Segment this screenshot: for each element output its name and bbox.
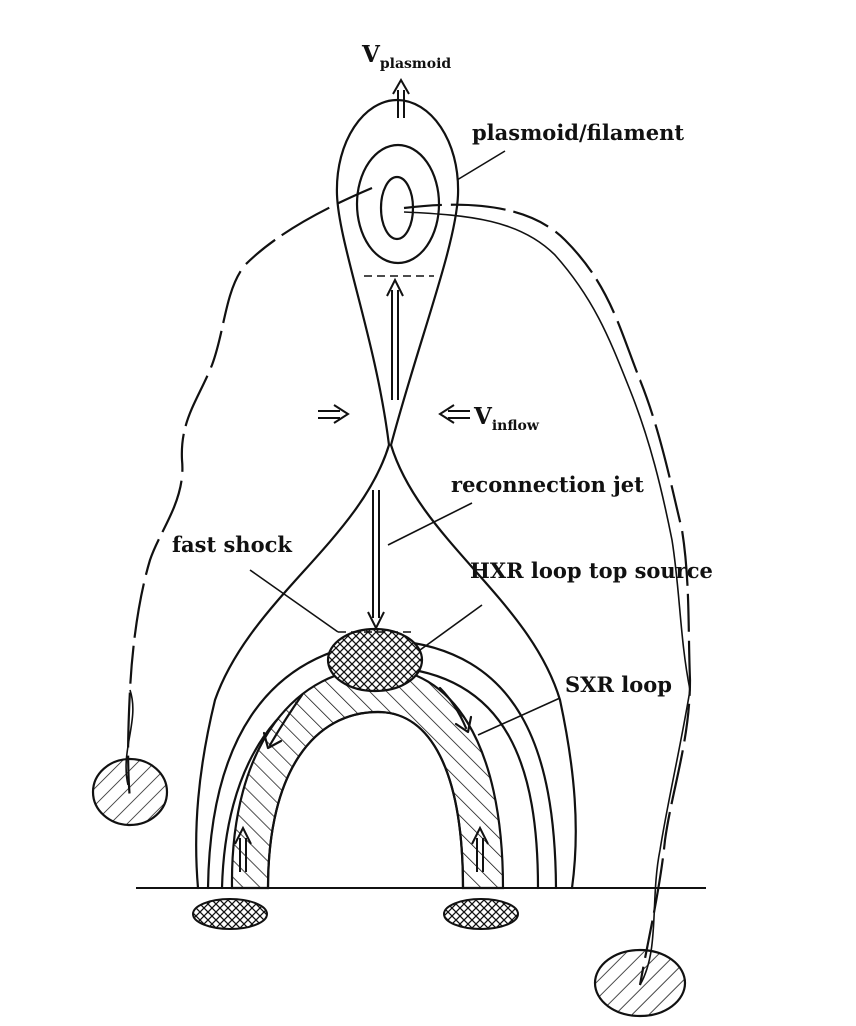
v-plasmoid-label: Vplasmoid (361, 41, 451, 72)
loop-flow-arrow-left (268, 693, 304, 747)
hxr-loop-top-source (326, 627, 424, 693)
plasmoid-middle-ring (355, 143, 441, 265)
wavy-field-line-right-2 (403, 211, 691, 691)
inner-loop (266, 710, 465, 890)
plasmoid-filament-leader (456, 150, 506, 181)
reconnection-jet-arrow (367, 490, 385, 631)
sxr-loop-label: SXR loop (565, 672, 672, 697)
inflow-arrow-right (438, 404, 470, 424)
inflow-arrow-left (318, 404, 350, 424)
plasmoid-filament-label: plasmoid/filament (472, 120, 684, 145)
footpoint-source-right (443, 898, 519, 930)
wavy-field-line-right (403, 203, 692, 986)
reconnection-jet-leader (387, 502, 473, 546)
loop-flow-arrowhead-left (262, 731, 283, 750)
sxr-loop-leader (477, 697, 561, 736)
wavy-field-line-left (127, 186, 373, 801)
fast-shock-label: fast shock (172, 532, 292, 557)
fast-shock-leader (249, 569, 339, 633)
outer-field-line-right (389, 443, 577, 890)
hxr-loop-top-source-label: HXR loop top source (470, 558, 713, 583)
evaporation-arrow-left (234, 825, 252, 872)
footpoint-source-left (192, 898, 268, 930)
v-inflow-label: Vinflow (473, 403, 540, 434)
wavy-field-line-left-2 (125, 689, 134, 786)
plasmoid-velocity-arrow (392, 77, 410, 118)
loop-flow-arrowhead-right (454, 715, 473, 734)
hxr-loop-top-source-leader (419, 604, 483, 651)
evaporation-arrow-right (471, 825, 489, 872)
reconnection-jet-label: reconnection jet (451, 472, 644, 497)
loop-flow-arrow-right (438, 686, 468, 730)
upward-jet-arrow (386, 277, 404, 400)
wavy-field-line-right-3 (639, 689, 691, 986)
outer-field-line-left (195, 443, 391, 890)
